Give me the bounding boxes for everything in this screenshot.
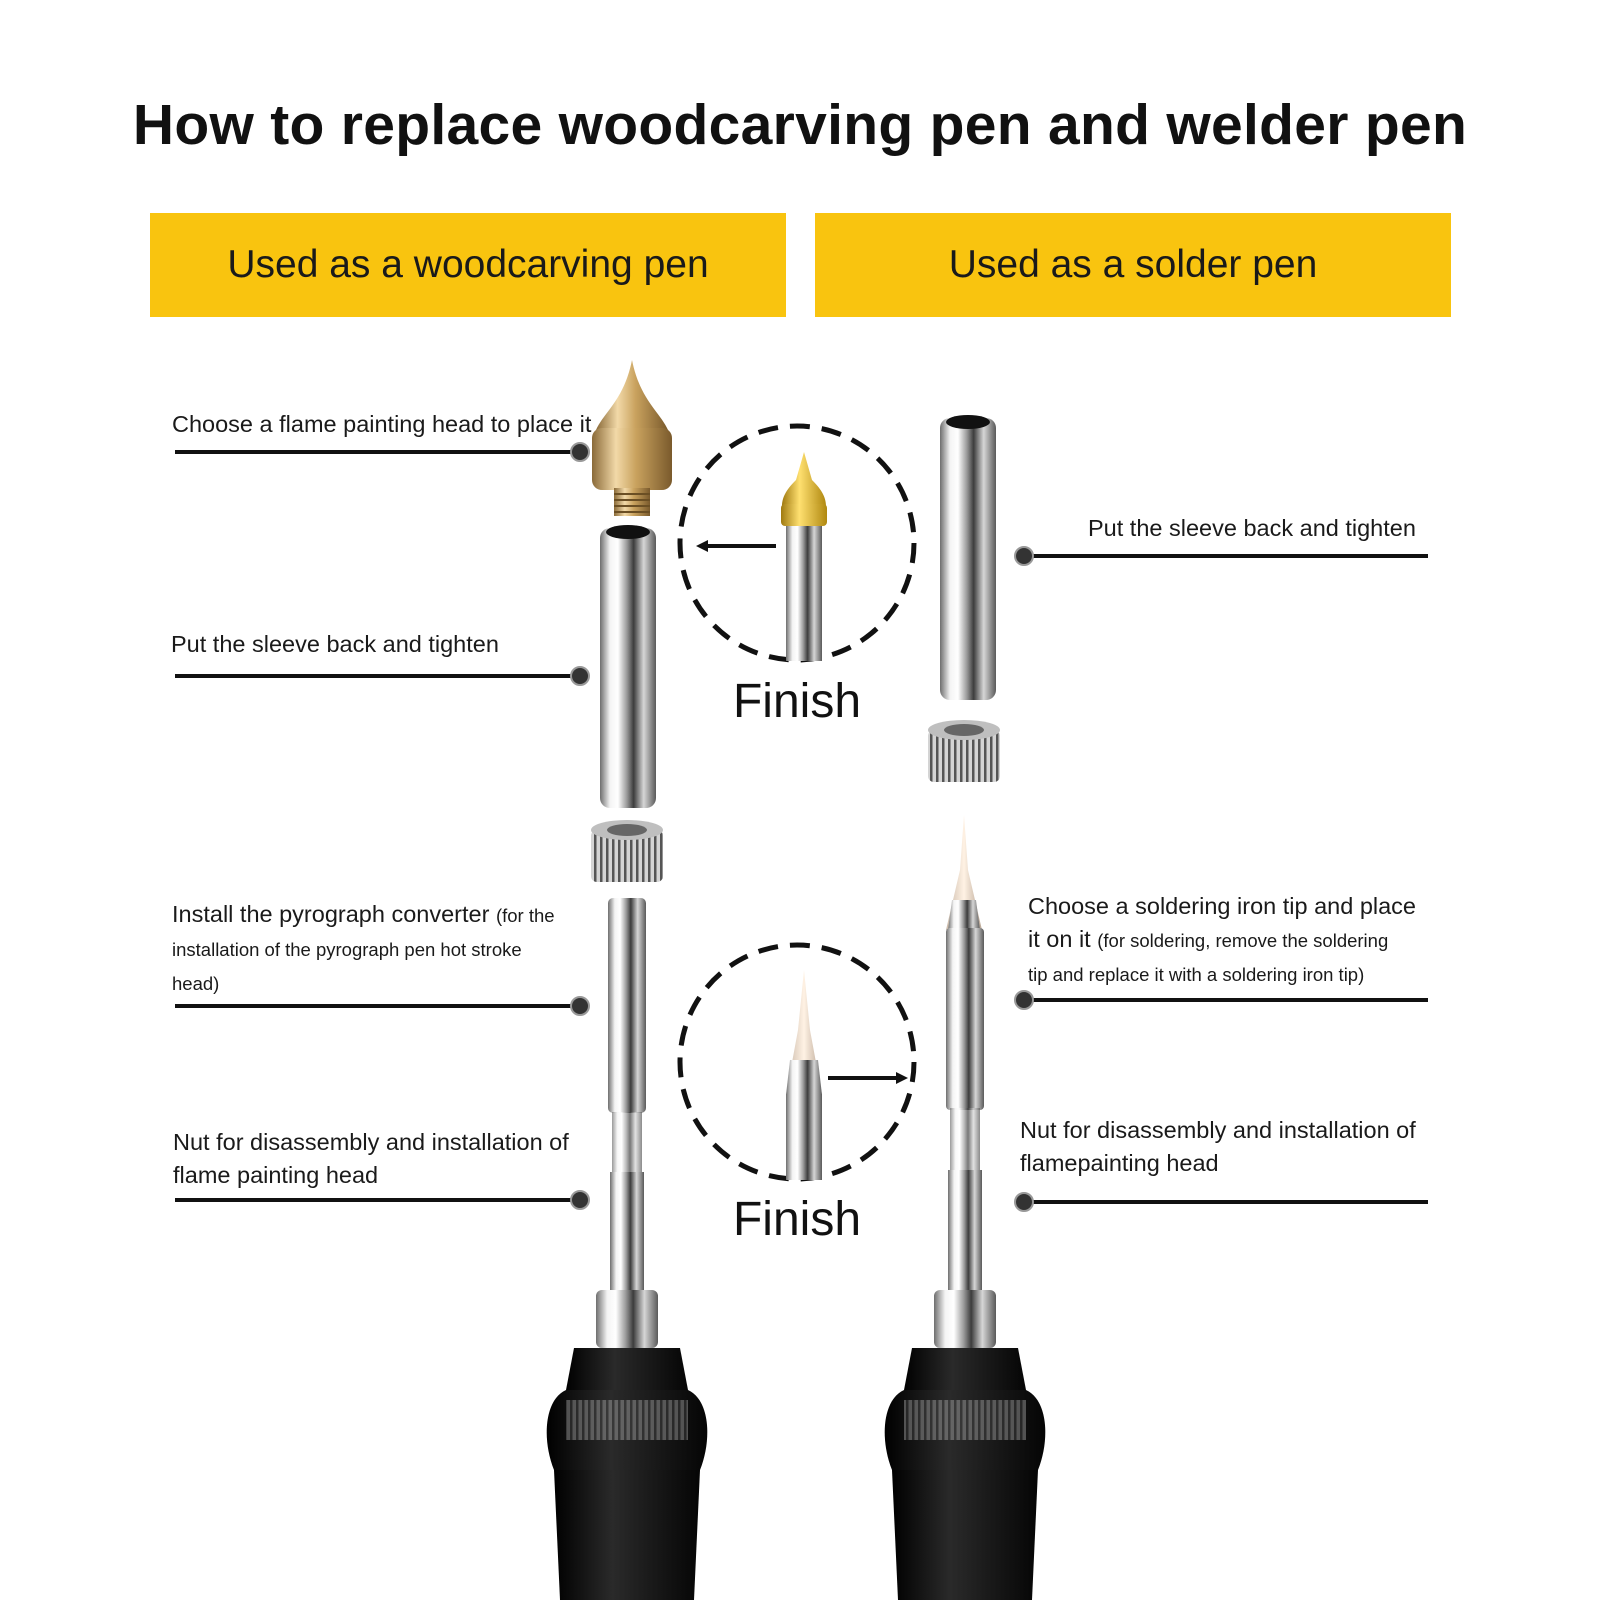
leader-right-nut: [1014, 1192, 1428, 1212]
label-sleeve-left: Put the sleeve back and tighten: [171, 631, 499, 657]
label-nut-left: Nut for disassembly and installation of …: [173, 1126, 569, 1192]
banner-woodcarving: Used as a woodcarving pen: [150, 213, 786, 317]
pyrograph-converter: [608, 898, 646, 1290]
finish-caption-bottom: Finish: [732, 1193, 862, 1246]
label-sleeve-right: Put the sleeve back and tighten: [1088, 515, 1416, 541]
sleeve-right: [940, 415, 996, 700]
soldering-tip-assembled: [786, 970, 822, 1180]
leader-right-tip: [1014, 990, 1428, 1010]
label-nut-left-line-1: Nut for disassembly and installation of: [173, 1129, 569, 1155]
knurled-nut-left: [591, 820, 663, 882]
label-solder-tip: Choose a soldering iron tip and place it…: [1028, 890, 1458, 991]
pen-handle-right: [884, 1290, 1046, 1600]
label-converter-main: Install the pyrograph converter: [172, 901, 490, 927]
knurled-nut-right: [928, 720, 1000, 782]
label-nut-left-line-2: flame painting head: [173, 1162, 379, 1188]
leader-left-nut: [175, 1190, 590, 1210]
label-solder-tip-line-2-main: it on it: [1028, 926, 1091, 952]
label-solder-tip-line-1: Choose a soldering iron tip and place: [1028, 893, 1417, 919]
finish-inset-bottom: [677, 942, 917, 1182]
label-nut-right-line-2: flamepainting head: [1020, 1150, 1219, 1176]
leader-left-converter: [175, 996, 590, 1016]
flame-painting-head: [592, 360, 672, 516]
leader-right-sleeve: [1014, 546, 1428, 566]
page-title: How to replace woodcarving pen and welde…: [132, 93, 1468, 157]
banner-solder-label: Used as a solder pen: [948, 243, 1318, 286]
flame-head-assembled: [781, 452, 827, 661]
label-solder-tip-line-3: tip and replace it with a soldering iron…: [1028, 964, 1365, 985]
label-nut-right-line-1: Nut for disassembly and installation of: [1020, 1117, 1416, 1143]
leader-left-flame-head: [175, 442, 590, 462]
label-converter: Install the pyrograph converter (for the…: [172, 898, 592, 1000]
label-converter-note-1: (for the: [495, 905, 555, 926]
label-solder-tip-line-2-note: (for soldering, remove the soldering: [1097, 930, 1389, 951]
banner-solder: Used as a solder pen: [815, 213, 1451, 317]
sleeve-left: [600, 525, 656, 808]
label-flame-head: Choose a flame painting head to place it: [172, 411, 592, 437]
finish-caption-top: Finish: [732, 675, 862, 728]
leader-left-sleeve: [175, 666, 590, 686]
solder-pen: [884, 415, 1046, 1600]
label-converter-note-2: installation of the pyrograph pen hot st…: [172, 939, 522, 960]
banner-woodcarving-label: Used as a woodcarving pen: [227, 243, 709, 286]
label-nut-right: Nut for disassembly and installation of …: [1020, 1114, 1416, 1180]
soldering-iron-tip: [946, 815, 984, 1290]
pen-handle-left: [546, 1290, 708, 1600]
label-converter-note-3: head): [172, 973, 220, 994]
woodcarving-pen: [546, 360, 708, 1600]
leader-lines: [175, 442, 1428, 1212]
finish-inset-top: [677, 423, 917, 663]
